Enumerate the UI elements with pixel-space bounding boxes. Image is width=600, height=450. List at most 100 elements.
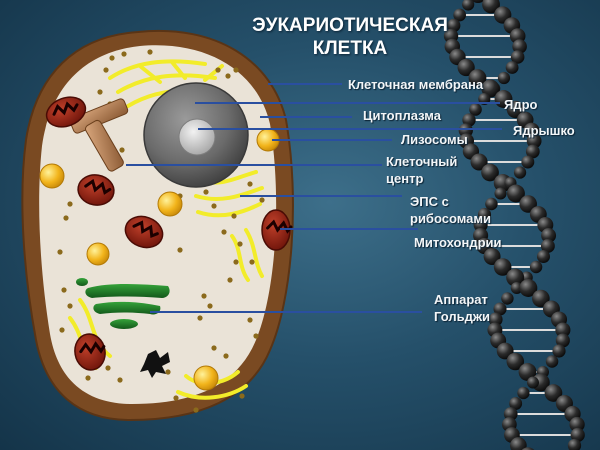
- golgi-apparatus: [76, 278, 170, 329]
- dna-bead: [462, 113, 476, 127]
- ribosome-dot: [63, 215, 69, 221]
- mitochondria: [45, 96, 293, 371]
- ribosome-dot: [105, 365, 111, 371]
- ribosome-dot: [211, 345, 217, 351]
- dna-bead: [518, 363, 537, 381]
- dna-bead: [521, 447, 535, 450]
- label-cytoplasm: Цитоплазма: [363, 108, 441, 123]
- ribosome-dot: [247, 317, 253, 323]
- ribosome-dot: [253, 333, 259, 339]
- dna-bead: [485, 197, 498, 211]
- dna-bead: [544, 384, 563, 402]
- dna-bead: [493, 258, 512, 276]
- dna-bead: [541, 228, 557, 243]
- nucleus: [143, 82, 249, 188]
- mitochondrion: [124, 215, 164, 249]
- dna-bead: [525, 144, 540, 159]
- label-nucleus: Ядро: [504, 97, 538, 112]
- ribosome-dot: [165, 369, 171, 375]
- dna-bead: [497, 71, 511, 85]
- label-nucleolus: Ядрышко: [513, 123, 575, 138]
- label-mitochondria: Митохондрии: [414, 235, 502, 250]
- ribosome-dot: [97, 89, 103, 95]
- dna-bead: [483, 248, 501, 265]
- nucleolus: [178, 118, 216, 156]
- ribosome-dot: [211, 203, 217, 209]
- ribosome-dot: [61, 287, 67, 293]
- dna-bead: [526, 133, 542, 149]
- lysosome: [39, 163, 65, 189]
- label-centrosome: Клеточный центр: [386, 154, 458, 186]
- dna-bead: [457, 58, 475, 77]
- ribosome-dot: [233, 67, 239, 73]
- dna-bead: [540, 239, 555, 253]
- ribosome-dot: [207, 303, 213, 309]
- dna-bead: [532, 289, 550, 308]
- dna-bead: [552, 344, 566, 358]
- ribosome-dot: [147, 49, 153, 55]
- mitochondrion: [45, 96, 87, 128]
- dna-bead: [482, 0, 500, 14]
- dna-bead: [517, 386, 530, 400]
- diagram-title: ЭУКАРИОТИЧЕСКАЯ КЛЕТКА: [252, 15, 448, 59]
- dna-bead: [506, 184, 525, 203]
- ribosome-dot: [103, 67, 109, 73]
- ribosome-dot: [109, 55, 115, 61]
- centrosome: [69, 98, 129, 172]
- ribosome-dot: [177, 247, 183, 253]
- label-membrane: Клеточная мембрана: [348, 77, 484, 92]
- dna-bead: [471, 0, 485, 3]
- dna-bead: [536, 249, 550, 264]
- mitochondrion: [261, 209, 293, 251]
- dna-bead: [510, 281, 523, 295]
- dna-bead: [509, 397, 523, 410]
- dna-bead: [469, 103, 482, 116]
- ribosome-dot: [59, 327, 65, 333]
- dna-helix-illustration: [443, 0, 585, 450]
- lysosomes: [39, 128, 280, 391]
- dna-bead: [512, 39, 527, 54]
- ribosome-dot: [223, 353, 229, 359]
- ribosome-dot: [221, 229, 227, 235]
- dna-bead: [493, 302, 507, 316]
- ribosome-dot: [215, 67, 221, 73]
- lysosome: [86, 242, 110, 266]
- dna-bead: [494, 187, 507, 200]
- dna-bead: [570, 427, 585, 443]
- dna-bead: [506, 268, 525, 287]
- ribosome-dot: [225, 73, 231, 79]
- ribosome-dot: [231, 213, 237, 219]
- label-golgi: Аппарат Гольджи: [434, 292, 491, 324]
- dna-bead: [453, 8, 466, 22]
- dna-bead: [510, 50, 525, 64]
- dna-bead: [555, 322, 571, 338]
- dna-bead: [555, 333, 570, 348]
- dna-bead: [567, 438, 582, 450]
- ribosome-dot: [201, 293, 207, 299]
- dna-bead: [526, 376, 539, 389]
- dna-bead: [569, 416, 585, 433]
- dna-bead: [481, 163, 499, 182]
- dna-bead: [473, 217, 488, 233]
- leader-lines: [126, 83, 502, 313]
- dna-bead: [477, 207, 492, 222]
- dna-bead: [519, 279, 538, 297]
- dark-inclusion: [140, 350, 170, 378]
- ribosome-dot: [249, 259, 255, 265]
- ribosome-dot: [259, 197, 265, 203]
- label-lysosomes: Лизосомы: [401, 132, 468, 147]
- dna-bead: [470, 153, 488, 171]
- dna-bead: [529, 260, 543, 274]
- mitochondrion: [77, 174, 115, 206]
- ribosome-dot: [247, 181, 253, 187]
- dna-bead: [488, 312, 503, 327]
- ribosome-dot: [117, 377, 123, 383]
- dna-bead: [505, 61, 519, 74]
- lysosome: [193, 365, 219, 391]
- ribosome-dot: [85, 375, 91, 381]
- ribosome-dot: [193, 407, 199, 413]
- mitochondrion: [74, 333, 106, 371]
- ribosome-dot: [197, 315, 203, 321]
- label-er: ЭПС с рибосомами: [410, 194, 492, 226]
